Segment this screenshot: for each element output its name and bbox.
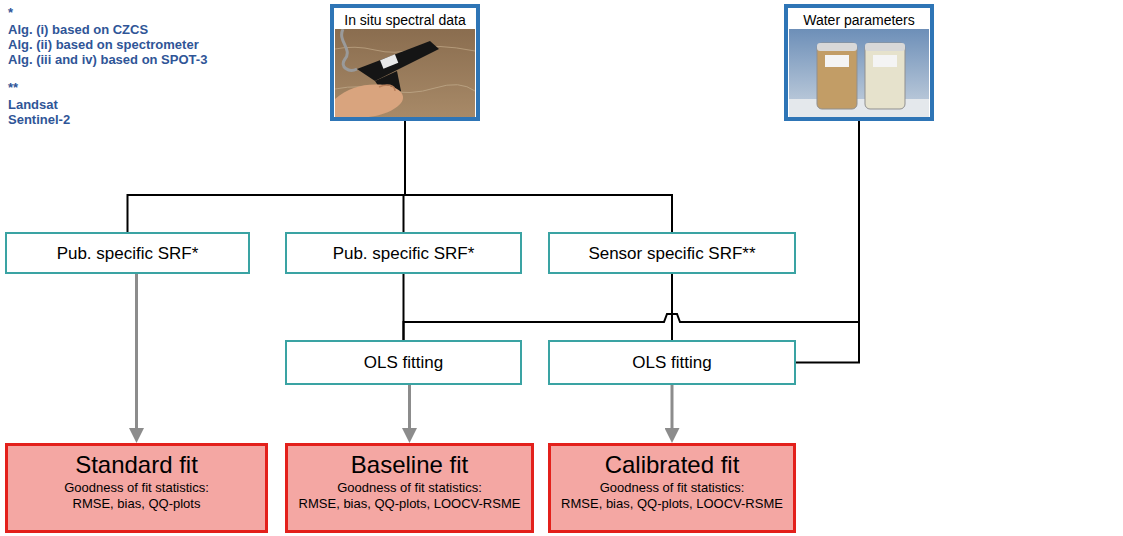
footnote-text: ** (8, 80, 18, 95)
footnote-text: Sentinel-2 (8, 112, 70, 127)
hand (335, 85, 403, 118)
water-surface (335, 29, 475, 118)
finger (379, 85, 395, 91)
cable (342, 29, 357, 70)
footnote-text: Alg. (i) based on CZCS (8, 22, 148, 37)
footnote-text: Alg. (ii) based on spectrometer (8, 37, 199, 52)
jar-turbid (817, 43, 857, 109)
table (789, 99, 929, 118)
device-label (380, 54, 398, 68)
node-title: In situ spectral data (342, 11, 467, 29)
process-box: OLS fitting (548, 340, 796, 385)
node-text: RMSE, bias, QQ-plots (73, 496, 201, 512)
connector-line (796, 121, 859, 363)
node-title: Pub. specific SRF* (333, 243, 475, 264)
connector-arrow (408, 385, 411, 434)
footnote-text: Landsat (8, 97, 58, 112)
node-title: OLS fitting (364, 352, 443, 373)
jar-clear (865, 43, 905, 109)
node-title: Baseline fit (351, 450, 468, 480)
jar-tag (825, 55, 849, 67)
node-title: Calibrated fit (605, 450, 740, 480)
sample-jars-photo (789, 29, 929, 118)
node-text: Goodness of fit statistics: (64, 480, 209, 496)
connector-line (403, 274, 405, 340)
node-title: OLS fitting (632, 352, 711, 373)
connector-line (128, 121, 406, 232)
node-title: Standard fit (75, 450, 198, 480)
connector-line (404, 121, 860, 340)
process-box: OLS fitting (285, 340, 522, 385)
node-title: Sensor specific SRF** (588, 243, 755, 264)
jar-rim (865, 43, 905, 51)
result-box: Baseline fitGoodness of fit statistics:R… (285, 443, 534, 533)
input-box: In situ spectral data (330, 4, 480, 121)
connector-line (671, 274, 673, 340)
spectrometer-photo (335, 29, 475, 118)
footnote-text: * (8, 5, 13, 20)
jar-tag (873, 55, 897, 67)
background (789, 29, 929, 118)
node-text: RMSE, bias, QQ-plots, LOOCV-RSME (561, 496, 783, 512)
process-box: Pub. specific SRF* (5, 232, 250, 274)
connector-arrow (135, 274, 138, 434)
result-box: Standard fitGoodness of fit statistics:R… (5, 443, 268, 533)
connector-line (405, 121, 672, 232)
node-title: Water parameters (801, 11, 917, 29)
result-box: Calibrated fitGoodness of fit statistics… (548, 443, 796, 533)
node-text: Goodness of fit statistics: (600, 480, 745, 496)
footnote-text: Alg. (iii and iv) based on SPOT-3 (8, 52, 207, 67)
input-box: Water parameters (784, 4, 934, 121)
process-box: Sensor specific SRF** (548, 232, 796, 274)
pistol-grip (357, 41, 439, 81)
process-box: Pub. specific SRF* (285, 232, 522, 274)
node-title: Pub. specific SRF* (57, 243, 199, 264)
connector-arrow (671, 385, 674, 434)
node-text: Goodness of fit statistics: (337, 480, 482, 496)
node-text: RMSE, bias, QQ-plots, LOOCV-RSME (299, 496, 521, 512)
jar-rim (817, 43, 857, 51)
